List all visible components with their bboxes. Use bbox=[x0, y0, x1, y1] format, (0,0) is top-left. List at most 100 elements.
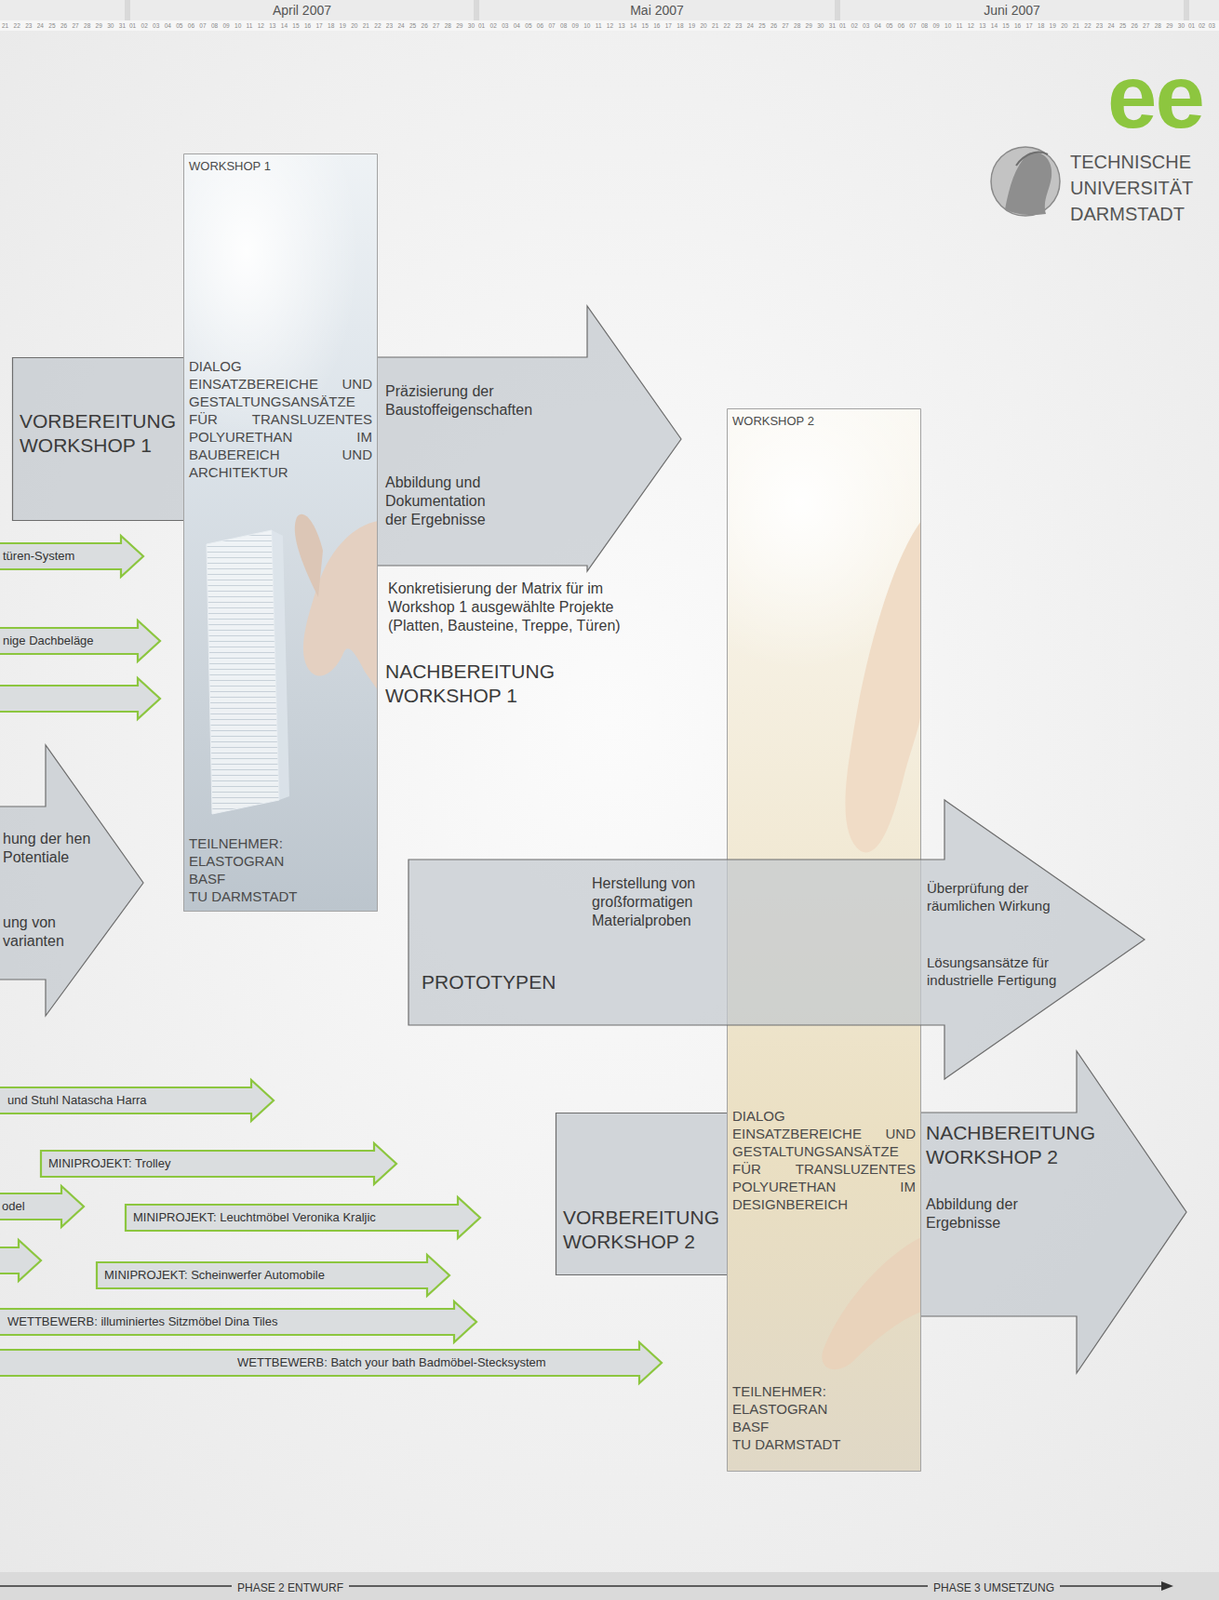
project-label: WETTBEWERB: Batch your bath Badmöbel-Ste… bbox=[237, 1355, 550, 1371]
shape-outline bbox=[0, 1186, 84, 1228]
month-segment bbox=[0, 0, 125, 21]
task-text: Konkretisierung der Matrix für im Worksh… bbox=[388, 579, 668, 636]
phase-heading: VORBEREITUNG WORKSHOP 2 bbox=[562, 1205, 723, 1255]
logo-head bbox=[991, 147, 1060, 216]
text-slot: nige Dachbeläge bbox=[2, 633, 98, 649]
text-slot: NACHBEREITUNG WORKSHOP 2 bbox=[925, 1121, 1112, 1170]
phase-heading: NACHBEREITUNG WORKSHOP 2 bbox=[925, 1121, 1112, 1170]
project-arrow: türen-System bbox=[0, 535, 144, 577]
task-text: ung von varianten bbox=[2, 913, 96, 952]
label-slot: 01 02 03 04 05 06 07 08 09 10 11 12 13 1… bbox=[839, 21, 1185, 31]
workshop-panel: WORKSHOP 1 DIALOG EINSATZBEREICHE UND GES… bbox=[183, 153, 378, 912]
month-segment bbox=[1189, 0, 1219, 21]
text-slot: und Stuhl Natascha Harra bbox=[7, 1093, 151, 1109]
athena-profile bbox=[1004, 152, 1052, 215]
day-numbers: 21 22 23 24 25 26 27 28 29 30 31 bbox=[1, 21, 126, 31]
shape-fill bbox=[0, 1186, 84, 1228]
panel-heading: WORKSHOP 1 bbox=[188, 158, 371, 175]
task-text: Abbildung der Ergebnisse bbox=[925, 1195, 1047, 1233]
project-arrow: MINIPROJEKT: Trolley bbox=[40, 1143, 397, 1185]
month-label: Mai 2007 bbox=[476, 1, 838, 19]
participant-name: BASF bbox=[188, 870, 371, 888]
text-slot: DIALOG EINSATZBEREICHE UND GESTALTUNGSAN… bbox=[732, 1107, 916, 1214]
prototype-arrow: Herstellung von großformatigen Materialp… bbox=[408, 800, 1145, 1080]
phase-arrowhead bbox=[1161, 1581, 1174, 1592]
label-slot: 21 22 23 24 25 26 27 28 29 30 31 bbox=[1, 21, 126, 31]
phase-label: PHASE 2 ENTWURF bbox=[231, 1580, 349, 1596]
text-slot: TEILNEHMER: bbox=[188, 834, 371, 853]
task-text: Herstellung von großformatigen Materialp… bbox=[591, 874, 721, 931]
participant-name: ELASTOGRAN bbox=[732, 1400, 914, 1419]
project-label: MINIPROJEKT: Trolley bbox=[48, 1156, 175, 1172]
participant-name: ELASTOGRAN bbox=[188, 852, 371, 871]
text-slot: WORKSHOP 2 bbox=[732, 413, 914, 429]
text-slot: NACHBEREITUNG WORKSHOP 1 bbox=[385, 659, 609, 709]
project-label: türen-System bbox=[2, 549, 80, 564]
shape-outline bbox=[0, 620, 161, 662]
project-label: MINIPROJEKT: Scheinwerfer Automobile bbox=[104, 1268, 329, 1284]
finger bbox=[294, 514, 323, 598]
project-label: und Stuhl Natascha Harra bbox=[7, 1093, 151, 1109]
text-slot: TEILNEHMER: bbox=[732, 1382, 914, 1401]
text-slot: PROTOTYPEN bbox=[421, 970, 608, 995]
label-slot: TECHNISCHE UNIVERSITÄT DARMSTADT bbox=[1070, 148, 1210, 228]
phase-label: PHASE 3 UMSETZUNG bbox=[927, 1580, 1060, 1596]
university-name: TECHNISCHE UNIVERSITÄT DARMSTADT bbox=[1070, 148, 1210, 228]
shape-outline bbox=[0, 1080, 274, 1122]
text-slot: BASF bbox=[732, 1418, 914, 1436]
text-slot: WORKSHOP 1 bbox=[188, 158, 371, 175]
label-slot: PHASE 3 UMSETZUNG bbox=[882, 1579, 1106, 1596]
participant-heading: TEILNEHMER: bbox=[188, 834, 371, 853]
text-slot: ELASTOGRAN bbox=[732, 1400, 914, 1419]
shape-fill bbox=[0, 1301, 477, 1343]
shape-fill bbox=[921, 1051, 1187, 1374]
text-slot: Lösungsansätze für industrielle Fertigun… bbox=[926, 953, 1076, 990]
participant-name: BASF bbox=[732, 1418, 914, 1436]
shape-fill bbox=[96, 1255, 450, 1297]
label-slot: Juni 2007 bbox=[837, 1, 1187, 19]
text-slot: türen-System bbox=[2, 549, 80, 564]
timeline-header bbox=[0, 0, 1219, 31]
participant-name: TU DARMSTADT bbox=[188, 887, 371, 906]
day-band bbox=[0, 20, 1219, 31]
shape-outline bbox=[377, 306, 682, 572]
label-slot: 01 02 03 bbox=[1188, 21, 1216, 31]
panel-topic: DIALOG EINSATZBEREICHE UND GESTALTUNGSAN… bbox=[188, 357, 373, 482]
text-slot: ELASTOGRAN bbox=[188, 852, 371, 871]
text-slot: ung von varianten bbox=[2, 913, 96, 952]
shape-fill bbox=[12, 357, 184, 522]
shape-outline bbox=[184, 154, 378, 912]
shape-outline bbox=[13, 358, 185, 522]
workshop-photo bbox=[183, 153, 378, 912]
finger bbox=[821, 1237, 922, 1370]
project-arrow: WETTBEWERB: illuminiertes Sitzmöbel Dina… bbox=[0, 1301, 477, 1343]
arrow-outline bbox=[0, 678, 161, 720]
text-slot: Abbildung der Ergebnisse bbox=[925, 1195, 1047, 1233]
shape-fill bbox=[0, 1080, 274, 1122]
phase-heading: PROTOTYPEN bbox=[421, 970, 608, 995]
phase-arrow-shape bbox=[0, 745, 144, 1017]
month-label: Juni 2007 bbox=[837, 1, 1187, 19]
empty-project-arrow bbox=[0, 678, 161, 1282]
shape-fill bbox=[0, 1342, 662, 1384]
text-slot: VORBEREITUNG WORKSHOP 1 bbox=[19, 409, 179, 458]
phase-heading: NACHBEREITUNG WORKSHOP 1 bbox=[385, 659, 609, 709]
text-slot: Präzisierung der Baustoffeigenschaften bbox=[385, 382, 572, 420]
shape-outline bbox=[0, 745, 144, 1017]
text-slot: WETTBEWERB: illuminiertes Sitzmöbel Dina… bbox=[7, 1314, 282, 1330]
task-text: hung der hen Potentiale bbox=[2, 830, 96, 868]
day-numbers: 01 02 03 bbox=[1188, 21, 1216, 31]
phase-arrow: hung der hen Potentiale ung von varianten bbox=[0, 745, 144, 1017]
project-label: odel bbox=[1, 1199, 29, 1215]
athena-helmet bbox=[1016, 152, 1048, 166]
panel-topic: DIALOG EINSATZBEREICHE UND GESTALTUNGSAN… bbox=[732, 1107, 916, 1214]
arrow-outline bbox=[0, 1240, 41, 1282]
text-slot: DIALOG EINSATZBEREICHE UND GESTALTUNGSAN… bbox=[188, 357, 373, 482]
text-slot: MINIPROJEKT: Trolley bbox=[48, 1156, 175, 1172]
day-numbers: 01 02 03 04 05 06 07 08 09 10 11 12 13 1… bbox=[478, 21, 836, 31]
shape-outline bbox=[0, 535, 144, 577]
text-slot: BASF bbox=[188, 870, 371, 888]
finger bbox=[844, 521, 922, 853]
